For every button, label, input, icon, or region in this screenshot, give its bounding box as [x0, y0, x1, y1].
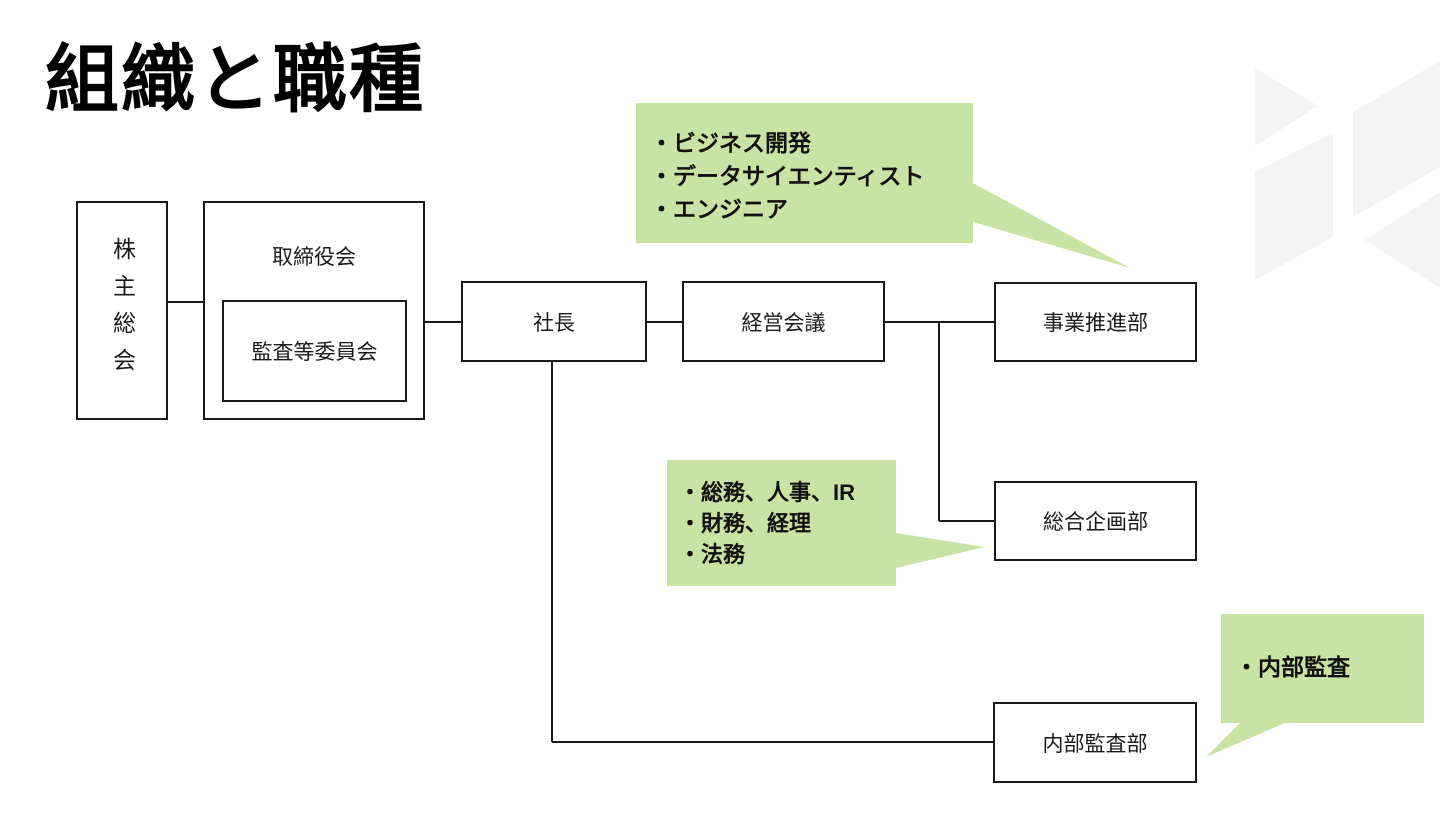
callout-audit-tail: [1206, 723, 1285, 757]
org-box-shareholders-meeting: 株主総会: [76, 201, 168, 420]
connector-lines: [168, 301, 994, 743]
callout-line: ・財務、経理: [679, 511, 812, 536]
org-box-internal-audit-dept: 内部監査部: [993, 702, 1197, 783]
callout-audit-roles: ・内部監査: [1221, 614, 1424, 723]
org-box-label: 監査等委員会: [251, 341, 378, 364]
org-box-audit-committee: 監査等委員会: [222, 300, 407, 402]
callout-line: ・総務、人事、IR: [679, 480, 856, 505]
org-box-label: 内部監査部: [1042, 732, 1148, 756]
org-box-label: 経営会議: [741, 311, 826, 335]
callout-line: ・ビジネス開発: [650, 130, 811, 156]
callout-business-roles: ・ビジネス開発 ・データサイエンティスト ・エンジニア: [636, 103, 973, 243]
org-box-president: 社長: [461, 281, 647, 362]
callout-line: ・内部監査: [1235, 654, 1350, 680]
callout-business-tail: [973, 183, 1130, 268]
org-box-business-promotion-dept: 事業推進部: [994, 282, 1197, 362]
org-box-label: 事業推進部: [1043, 312, 1148, 335]
org-box-general-planning-dept: 総合企画部: [994, 481, 1197, 561]
org-box-label: 株主総会: [109, 236, 136, 385]
org-box-label: 総合企画部: [1043, 511, 1148, 534]
callout-line: ・エンジニア: [650, 196, 788, 222]
callout-corporate-roles: ・総務、人事、IR ・財務、経理 ・法務: [667, 460, 896, 586]
watermark-parallelogram-left: [1255, 133, 1333, 280]
page-title: 組織と職種: [45, 38, 425, 121]
callout-corporate-tail: [896, 533, 985, 568]
chevron-pattern-logo-icon: [1255, 61, 1440, 288]
org-box-label: 社長: [533, 311, 575, 335]
callout-line: ・法務: [679, 542, 746, 567]
callout-line: ・データサイエンティスト: [650, 163, 925, 189]
watermark-triangle-top-left: [1255, 68, 1318, 146]
watermark-triangle-bottom-right: [1365, 192, 1440, 288]
org-box-management-meeting: 経営会議: [682, 281, 885, 362]
watermark-parallelogram-right: [1353, 61, 1440, 217]
callout-tails: [896, 183, 1285, 757]
org-box-label: 取締役会: [272, 246, 356, 269]
